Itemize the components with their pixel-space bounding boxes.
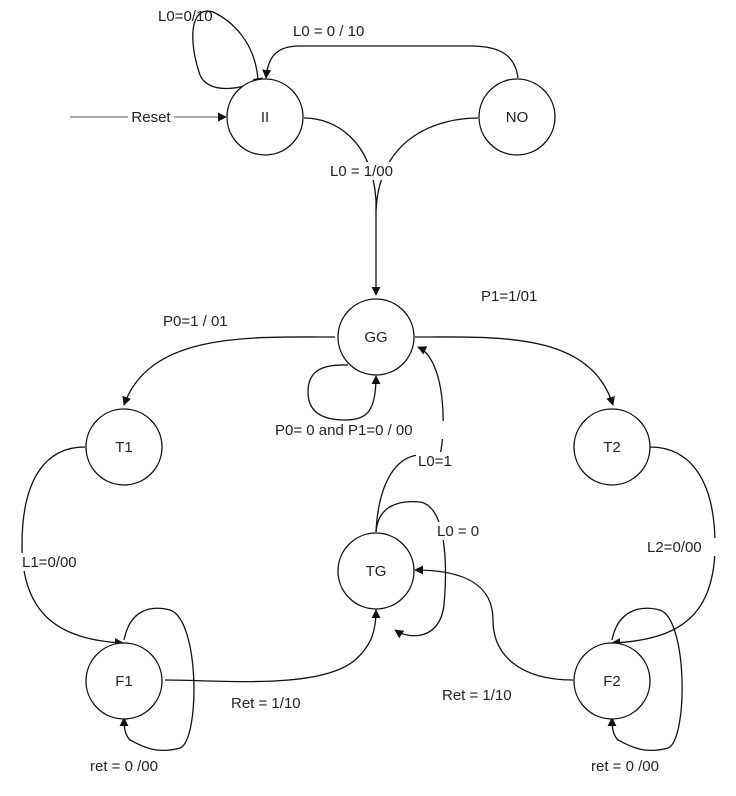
t1-to-f1-edge [21,446,124,648]
state-gg: GG [337,298,415,376]
state-f2: F2 [573,642,651,720]
reset-label: Reset [131,109,171,126]
gg-to-t2-label: P1=1/01 [481,288,537,305]
f2-self-loop-edge [607,607,683,752]
t1-to-f1-label: L1=0/00 [22,554,77,571]
state-f1-label: F1 [115,673,133,690]
state-no: NO [478,78,556,156]
state-f2-label: F2 [603,673,621,690]
f1-to-tg-label: Ret = 1/10 [231,695,301,712]
state-t1: T1 [85,408,163,486]
f1-self-loop-label: ret = 0 /00 [90,758,158,775]
state-no-label: NO [506,109,529,126]
ii-self-loop-edge [192,10,263,90]
f2-self-loop-label: ret = 0 /00 [591,758,659,775]
gg-self-loop-label: P0= 0 and P1=0 / 00 [275,422,413,439]
gg-to-t1-edge [122,336,336,406]
state-f1: F1 [85,642,163,720]
ii-to-gg-edge [303,117,381,296]
f1-to-tg-edge [164,609,381,683]
gg-self-loop-edge [307,364,381,421]
f2-to-tg-label: Ret = 1/10 [442,687,512,704]
state-tg-label: TG [366,563,387,580]
to-gg-label: L0 = 1/00 [330,163,393,180]
state-tg: TG [337,532,415,610]
tg-self-loop-edge [375,500,447,639]
state-t1-label: T1 [115,439,133,456]
no-to-ii-edge [262,45,519,79]
f2-to-tg-edge [414,565,574,681]
gg-to-t2-edge [414,336,615,406]
tg-to-gg-label: L0=1 [418,453,452,470]
state-ii-label: II [261,109,269,126]
t2-to-f2-label: L2=0/00 [647,539,702,556]
tg-to-gg-edge [375,346,444,533]
no-to-ii-label: L0 = 0 / 10 [293,23,364,40]
state-ii: II [226,78,304,156]
state-gg-label: GG [364,329,387,346]
state-t2-label: T2 [603,439,621,456]
ii-self-loop-label: L0=0/10 [158,8,213,25]
state-t2: T2 [573,408,651,486]
tg-self-loop-label: L0 = 0 [437,523,479,540]
gg-to-t1-label: P0=1 / 01 [163,313,228,330]
f1-self-loop-edge [119,607,195,752]
no-to-gg-edge [375,117,479,211]
